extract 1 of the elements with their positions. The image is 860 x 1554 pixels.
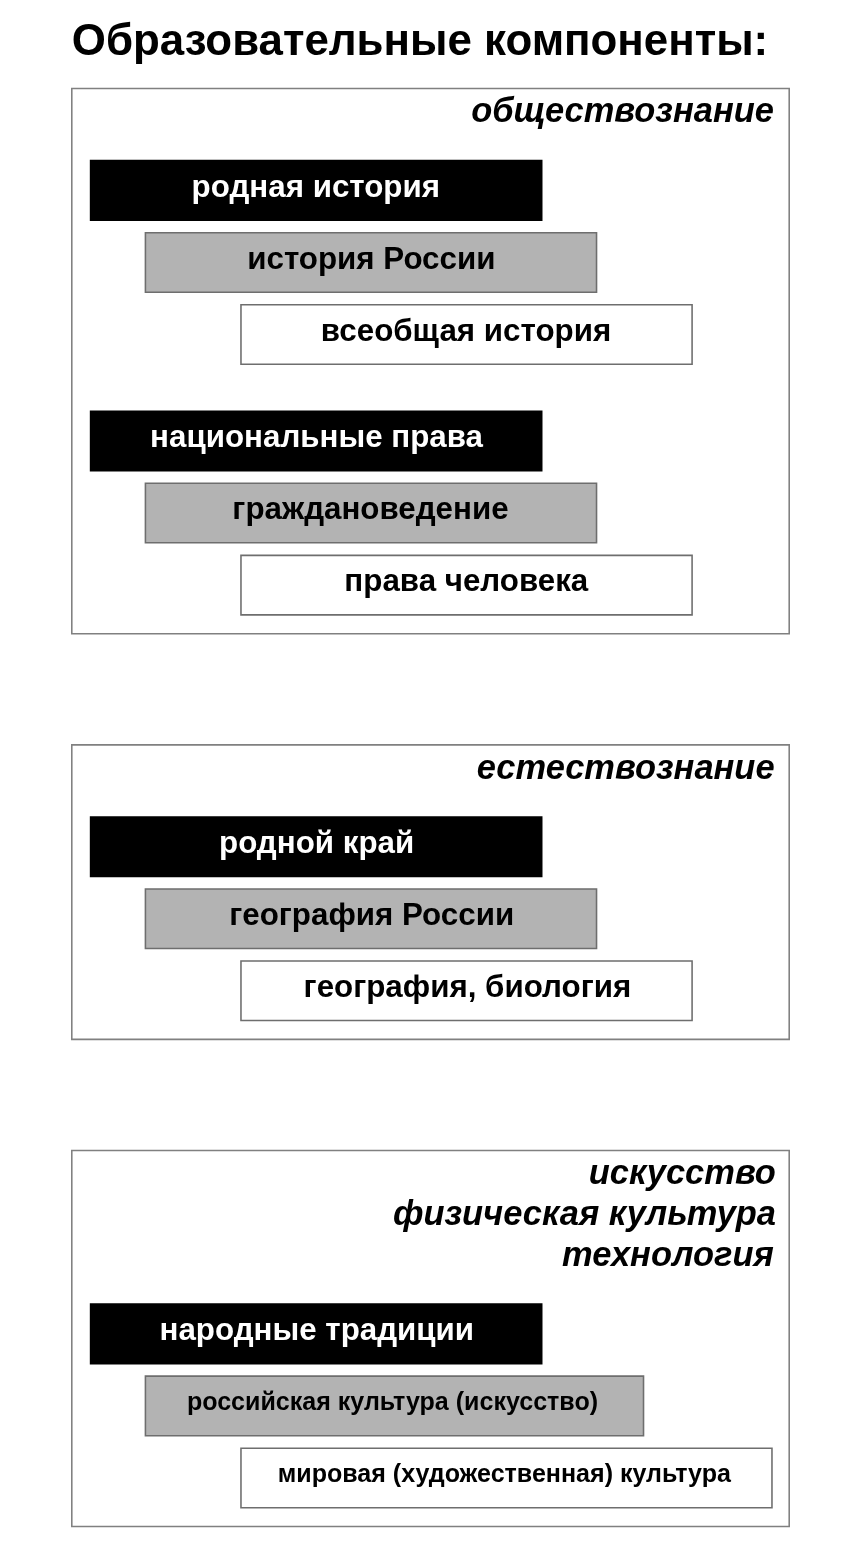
- diagram-title: Образовательные компоненты:: [71, 14, 768, 64]
